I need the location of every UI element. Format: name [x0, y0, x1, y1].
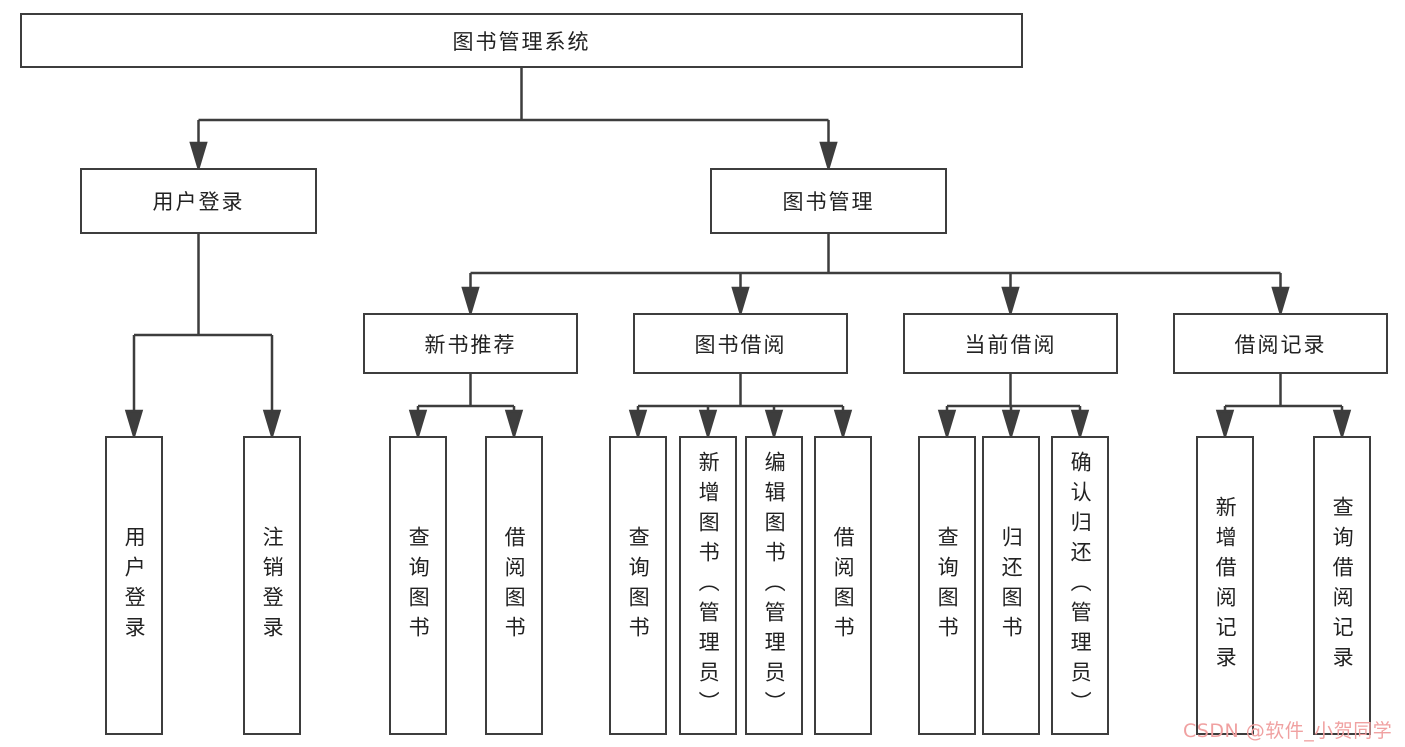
- leaf-bb-query-book: 查询图书: [609, 436, 667, 735]
- leaf-label: 新增图书（管理员）: [696, 450, 721, 721]
- leaf-br-add-record: 新增借阅记录: [1196, 436, 1254, 735]
- leaf-label: 查询图书: [935, 525, 960, 646]
- node-current-borrow: 当前借阅: [903, 313, 1118, 374]
- connector-book-management-children: [461, 234, 1290, 318]
- leaf-label: 注销登录: [260, 525, 285, 646]
- connector-current-borrow-children: [937, 374, 1090, 441]
- leaf-label: 归还图书: [999, 525, 1024, 646]
- connector-new-book-recommend-children: [408, 374, 524, 441]
- leaf-label: 借阅图书: [502, 525, 527, 646]
- leaf-nbr-borrow-book: 借阅图书: [485, 436, 543, 735]
- node-book-borrow: 图书借阅: [633, 313, 848, 374]
- leaf-cb-query-book: 查询图书: [918, 436, 976, 735]
- connector-borrow-records-children: [1215, 374, 1352, 441]
- arrowhead-icon: [698, 409, 718, 441]
- leaf-br-query-record: 查询借阅记录: [1313, 436, 1371, 735]
- arrowhead-icon: [262, 409, 282, 441]
- leaf-label: 编辑图书（管理员）: [762, 450, 787, 721]
- leaf-bb-edit-book-admin: 编辑图书（管理员）: [745, 436, 803, 735]
- arrowhead-icon: [124, 409, 144, 441]
- node-book-management: 图书管理: [710, 168, 947, 234]
- leaf-logout: 注销登录: [243, 436, 301, 735]
- leaf-nbr-query-book: 查询图书: [389, 436, 447, 735]
- leaf-cb-return-book: 归还图书: [982, 436, 1040, 735]
- csdn-watermark: CSDN @软件_小贺同学: [1183, 720, 1393, 742]
- arrowhead-icon: [628, 409, 648, 441]
- leaf-label: 确认归还（管理员）: [1068, 450, 1093, 721]
- arrowhead-icon: [408, 409, 428, 441]
- arrowhead-icon: [189, 141, 208, 173]
- arrowhead-icon: [1001, 409, 1021, 441]
- leaf-label: 查询图书: [406, 525, 431, 646]
- leaf-user-login: 用户登录: [105, 436, 163, 735]
- arrowhead-icon: [1215, 409, 1235, 441]
- arrowhead-icon: [819, 141, 838, 173]
- arrowhead-icon: [504, 409, 524, 441]
- leaf-label: 查询借阅记录: [1330, 495, 1355, 676]
- connector-root-to-level2: [189, 68, 838, 173]
- leaf-cb-confirm-return-admin: 确认归还（管理员）: [1051, 436, 1109, 735]
- arrowhead-icon: [764, 409, 784, 441]
- connector-book-borrow-children: [628, 374, 853, 441]
- arrowhead-icon: [731, 286, 750, 318]
- leaf-bb-add-book-admin: 新增图书（管理员）: [679, 436, 737, 735]
- arrowhead-icon: [1001, 286, 1020, 318]
- arrowhead-icon: [833, 409, 853, 441]
- node-user-login: 用户登录: [80, 168, 317, 234]
- leaf-label: 用户登录: [122, 525, 147, 646]
- arrowhead-icon: [1332, 409, 1352, 441]
- leaf-label: 借阅图书: [831, 525, 856, 646]
- leaf-bb-borrow-book: 借阅图书: [814, 436, 872, 735]
- node-borrow-records: 借阅记录: [1173, 313, 1388, 374]
- node-new-book-recommend: 新书推荐: [363, 313, 578, 374]
- leaf-label: 新增借阅记录: [1213, 495, 1238, 676]
- arrowhead-icon: [1070, 409, 1090, 441]
- node-root-system: 图书管理系统: [20, 13, 1023, 68]
- leaf-label: 查询图书: [626, 525, 651, 646]
- arrowhead-icon: [937, 409, 957, 441]
- arrowhead-icon: [1271, 286, 1290, 318]
- connector-user-login-children: [124, 234, 282, 441]
- arrowhead-icon: [461, 286, 480, 318]
